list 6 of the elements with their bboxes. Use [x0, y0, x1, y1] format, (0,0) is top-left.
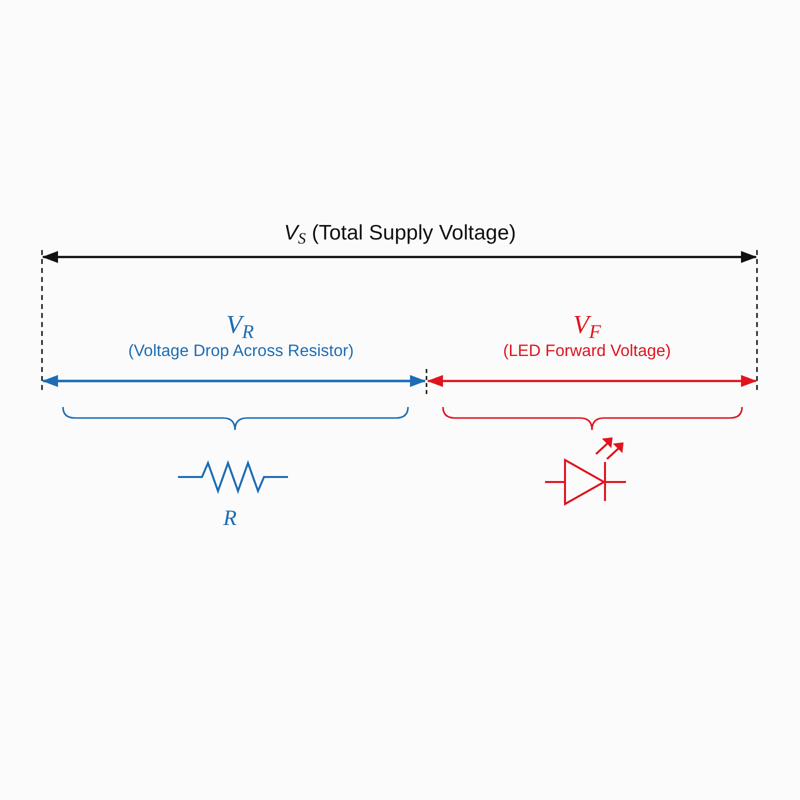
description-label: (Voltage Drop Across Resistor)	[128, 342, 354, 360]
voltage-label: V$_{F}$	[573, 312, 601, 338]
voltage-label: V$_{R}$	[226, 312, 254, 338]
description-label: (LED Forward Voltage)	[503, 342, 671, 360]
voltage-label: V$_{S}$ (Total Supply Voltage)	[284, 222, 516, 244]
component-label: R	[223, 507, 237, 529]
